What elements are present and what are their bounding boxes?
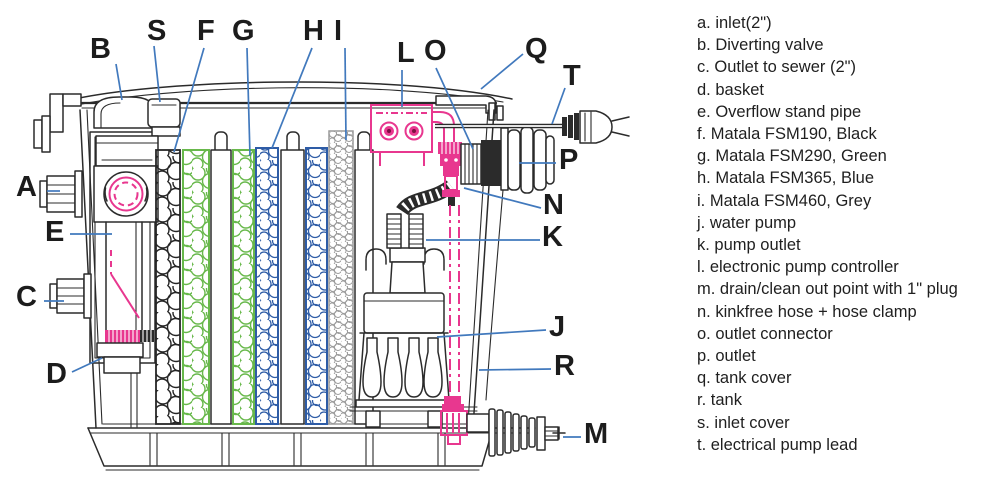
legend-item-c: c. Outlet to sewer (2") bbox=[697, 58, 856, 77]
legend-item-l: l. electronic pump controller bbox=[697, 258, 899, 277]
diverting-valve-assembly bbox=[93, 96, 181, 223]
diagram-label-m: M bbox=[584, 418, 610, 450]
legend-item-q: q. tank cover bbox=[697, 369, 792, 388]
diagram-label-a: A bbox=[16, 171, 38, 203]
diagram-label-s: S bbox=[147, 15, 168, 47]
legend-item-p: p. outlet bbox=[697, 347, 756, 366]
legend-item-f: f. Matala FSM190, Black bbox=[697, 125, 877, 144]
legend-item-r: r. tank bbox=[697, 391, 742, 410]
diagram-label-i: I bbox=[334, 15, 344, 47]
legend-item-b: b. Diverting valve bbox=[697, 36, 824, 55]
pump-outlet-pipe bbox=[386, 213, 424, 249]
filter-media-fsm365-blue bbox=[255, 147, 328, 425]
diagram-label-t: T bbox=[563, 60, 582, 92]
drain-plug-fitting bbox=[466, 408, 566, 457]
power-cord bbox=[435, 110, 630, 401]
diagram-label-o: O bbox=[424, 35, 448, 67]
legend-item-e: e. Overflow stand pipe bbox=[697, 102, 862, 121]
diagram-label-j: J bbox=[549, 311, 567, 343]
legend-item-k: k. pump outlet bbox=[697, 236, 801, 255]
legend-item-i: i. Matala FSM460, Grey bbox=[697, 191, 872, 210]
legend-item-j: j. water pump bbox=[697, 213, 797, 232]
inlet-fitting bbox=[39, 170, 83, 218]
diagram-label-g: G bbox=[232, 15, 256, 47]
legend-item-d: d. basket bbox=[697, 80, 764, 99]
diagram-label-f: F bbox=[197, 15, 216, 47]
filter-media-fsm460-grey bbox=[328, 130, 354, 425]
legend-item-t: t. electrical pump lead bbox=[697, 435, 858, 454]
drain-pipe bbox=[440, 205, 468, 445]
legend-item-h: h. Matala FSM365, Blue bbox=[697, 169, 875, 188]
outlet-connector bbox=[460, 140, 503, 186]
filter-media-fsm190-black bbox=[155, 149, 181, 425]
diagram-label-h: H bbox=[303, 15, 325, 47]
diagram-label-e: E bbox=[45, 216, 66, 248]
filter-media-fsm290-green bbox=[182, 149, 255, 425]
hose-clamp bbox=[432, 111, 462, 206]
legend-item-o: o. outlet connector bbox=[697, 324, 833, 343]
diagram-label-p: P bbox=[559, 144, 580, 176]
electronic-pump-controller bbox=[370, 104, 433, 166]
diagram-label-r: R bbox=[554, 350, 576, 382]
diagram-label-l: L bbox=[397, 37, 416, 69]
separator-plates bbox=[210, 131, 374, 425]
legend-item-m: m. drain/clean out point with 1" plug bbox=[697, 280, 958, 299]
diagram-label-b: B bbox=[90, 33, 112, 65]
legend-item-n: n. kinkfree hose + hose clamp bbox=[697, 302, 917, 321]
diagram-label-k: K bbox=[542, 221, 564, 253]
leader-lines bbox=[44, 45, 581, 438]
parts-legend: a. inlet(2") b. Diverting valve c. Outle… bbox=[697, 12, 997, 456]
diagram-label-d: D bbox=[46, 358, 68, 390]
kinkfree-hose bbox=[396, 180, 456, 216]
diagram-label-q: Q bbox=[525, 33, 549, 65]
sewer-outlet-fitting bbox=[49, 273, 92, 319]
overflow-stand-pipe bbox=[96, 221, 154, 428]
diagram-label-n: N bbox=[543, 189, 565, 221]
legend-item-a: a. inlet(2") bbox=[697, 14, 772, 32]
water-pump bbox=[349, 247, 478, 428]
legend-item-s: s. inlet cover bbox=[697, 413, 790, 432]
diagram-label-c: C bbox=[16, 281, 38, 313]
outlet-fitting bbox=[500, 126, 555, 194]
legend-item-g: g. Matala FSM290, Green bbox=[697, 147, 887, 166]
